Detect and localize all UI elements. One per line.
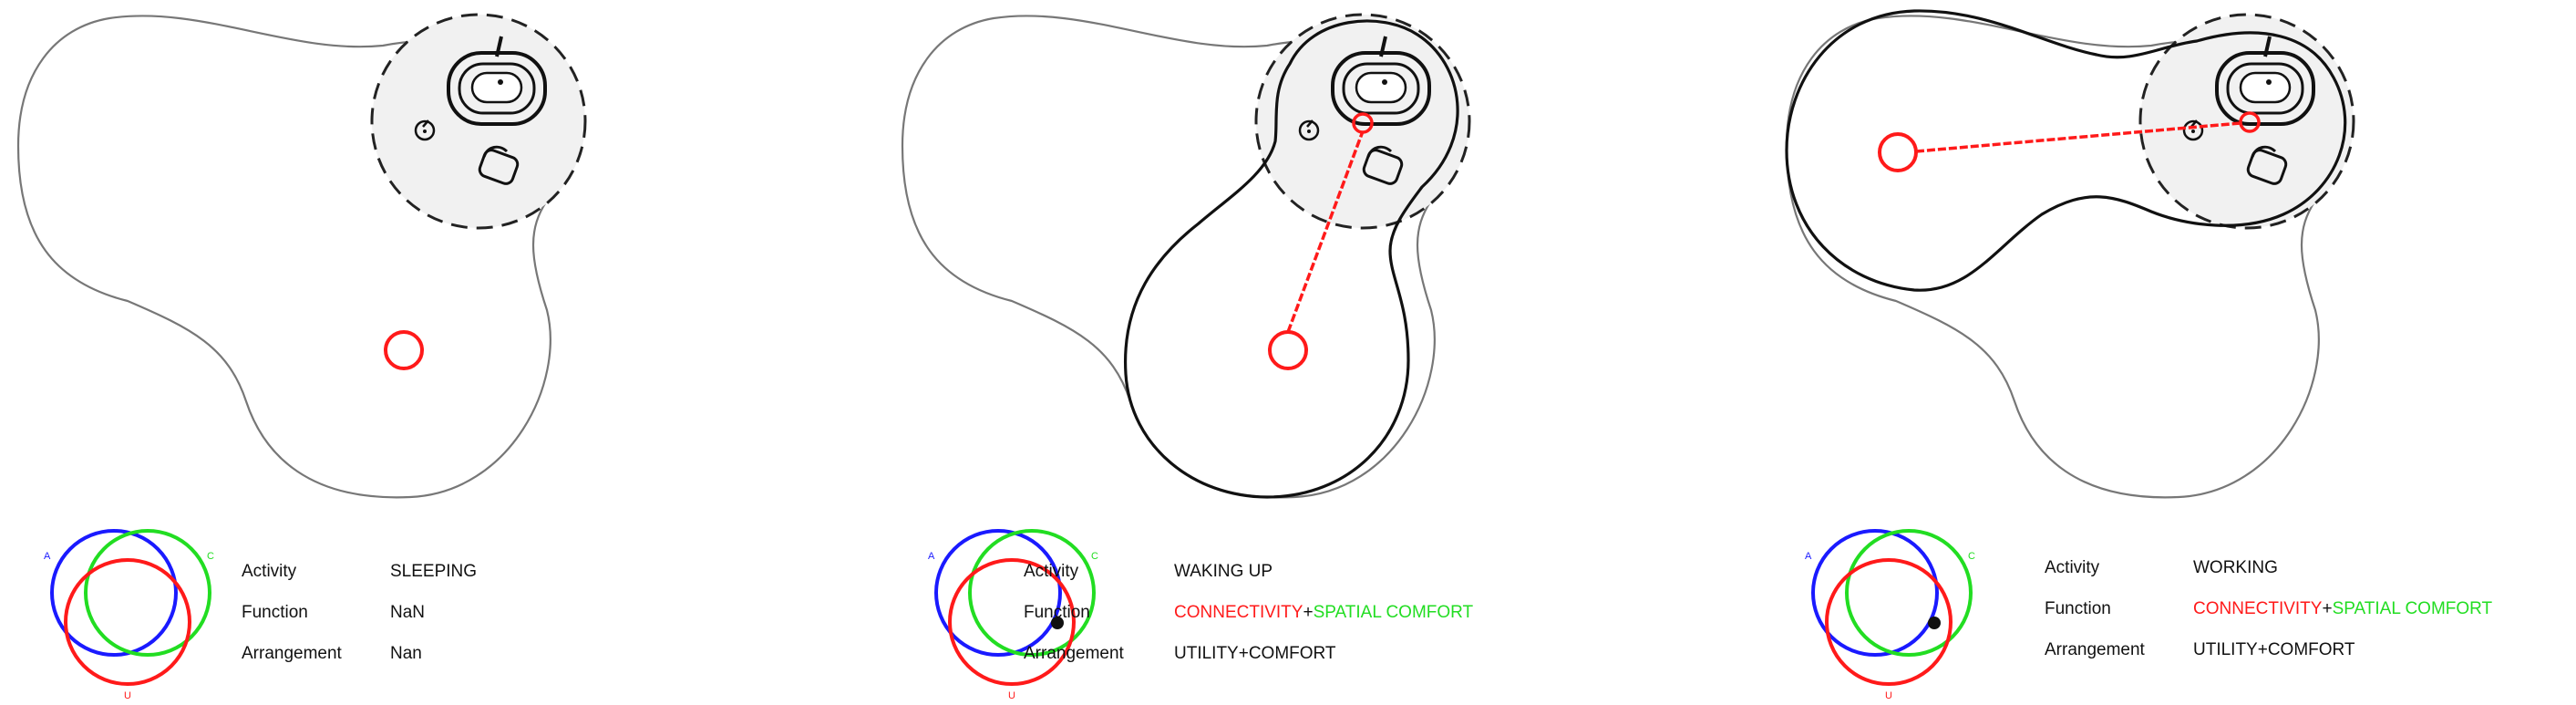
function-value: CONNECTIVITY+SPATIAL COMFORT xyxy=(2193,599,2492,619)
activity-marker xyxy=(1268,330,1308,370)
venn-circle-a xyxy=(1811,529,1939,657)
activity-label: Activity xyxy=(1024,562,1079,581)
venn-label-c: C xyxy=(207,551,214,562)
arrangement-value: UTILITY+COMFORT xyxy=(1174,644,1336,663)
venn-circle-a xyxy=(50,529,178,657)
activity-value: WORKING xyxy=(2193,558,2278,577)
arrangement-label: Arrangement xyxy=(2045,640,2145,659)
venn-label-u: U xyxy=(124,690,131,701)
venn-label-a: A xyxy=(928,551,935,562)
lamp-icon xyxy=(1298,119,1320,141)
venn-label-a: A xyxy=(44,551,51,562)
venn-circle-u xyxy=(64,558,191,686)
bed-icon xyxy=(447,36,547,126)
venn-circle-c xyxy=(84,529,211,657)
function-value: NaN xyxy=(390,603,425,623)
function-connectivity: CONNECTIVITY xyxy=(2193,599,2323,618)
venn-circle-c xyxy=(968,529,1096,657)
activity-label: Activity xyxy=(2045,558,2100,577)
venn-position-dot xyxy=(1928,617,1941,629)
chair-icon xyxy=(478,145,520,185)
floor-plan-diagram xyxy=(16,13,587,499)
function-label: Function xyxy=(2045,599,2111,618)
arrangement-label: Arrangement xyxy=(242,644,342,663)
function-value: CONNECTIVITY+SPATIAL COMFORT xyxy=(1174,603,1473,623)
lamp-icon xyxy=(414,119,436,141)
bedroom-zone xyxy=(370,13,587,230)
venn-diagram: A C U xyxy=(1805,529,1975,701)
activity-value: WAKING UP xyxy=(1174,562,1273,581)
bedroom-zone xyxy=(1254,13,1471,230)
function-label: Function xyxy=(242,603,308,622)
activity-marker xyxy=(1878,132,1918,172)
venn-label-u: U xyxy=(1885,690,1892,701)
function-label: Function xyxy=(1024,603,1090,622)
target-marker xyxy=(1352,112,1374,134)
function-connectivity: CONNECTIVITY xyxy=(1174,603,1303,622)
chair-icon xyxy=(2246,145,2288,185)
target-marker xyxy=(2239,111,2261,133)
venn-diagram: A C U xyxy=(44,529,214,701)
venn-circle-u xyxy=(948,558,1076,686)
panel-sleeping: A C U Activity SLEEPING Function NaN Arr… xyxy=(0,0,859,705)
lamp-icon xyxy=(2182,119,2204,141)
venn-position-dot xyxy=(1051,617,1064,629)
function-plus: + xyxy=(1303,603,1314,622)
venn-diagram: A C U xyxy=(928,529,1098,701)
expanded-zone-boundary xyxy=(1123,19,1459,499)
venn-circle-u xyxy=(1825,558,1953,686)
activity-value: SLEEPING xyxy=(390,562,478,581)
arrangement-value: UTILITY+COMFORT xyxy=(2193,640,2355,659)
venn-circle-a xyxy=(934,529,1062,657)
floor-plan-diagram xyxy=(901,13,1471,499)
panel-working: A C U Activity WORKING Function CONNECTI… xyxy=(1768,0,2576,705)
venn-label-c: C xyxy=(1091,551,1098,562)
bed-icon xyxy=(1331,36,1431,126)
venn-label-u: U xyxy=(1008,690,1015,701)
expanded-zone-boundary xyxy=(1785,9,2347,292)
connection-line xyxy=(1286,130,1365,333)
activity-label: Activity xyxy=(242,562,297,581)
bedroom-zone xyxy=(2138,13,2355,230)
function-spatial-comfort: SPATIAL COMFORT xyxy=(1313,603,1474,622)
chair-icon xyxy=(1362,145,1404,185)
function-plus: + xyxy=(2322,599,2333,618)
venn-label-a: A xyxy=(1805,551,1812,562)
arrangement-label: Arrangement xyxy=(1024,644,1124,663)
venn-circle-c xyxy=(1845,529,1973,657)
function-spatial-comfort: SPATIAL COMFORT xyxy=(2332,599,2493,618)
arrangement-value: Nan xyxy=(390,644,422,663)
panel-waking-up: A C U Activity WAKING UP Function CONNEC… xyxy=(884,0,1743,705)
function-plain: NaN xyxy=(390,603,426,622)
venn-label-c: C xyxy=(1968,551,1975,562)
floor-plan-diagram xyxy=(1785,9,2355,499)
bed-icon xyxy=(2215,36,2315,126)
activity-marker xyxy=(384,330,424,370)
